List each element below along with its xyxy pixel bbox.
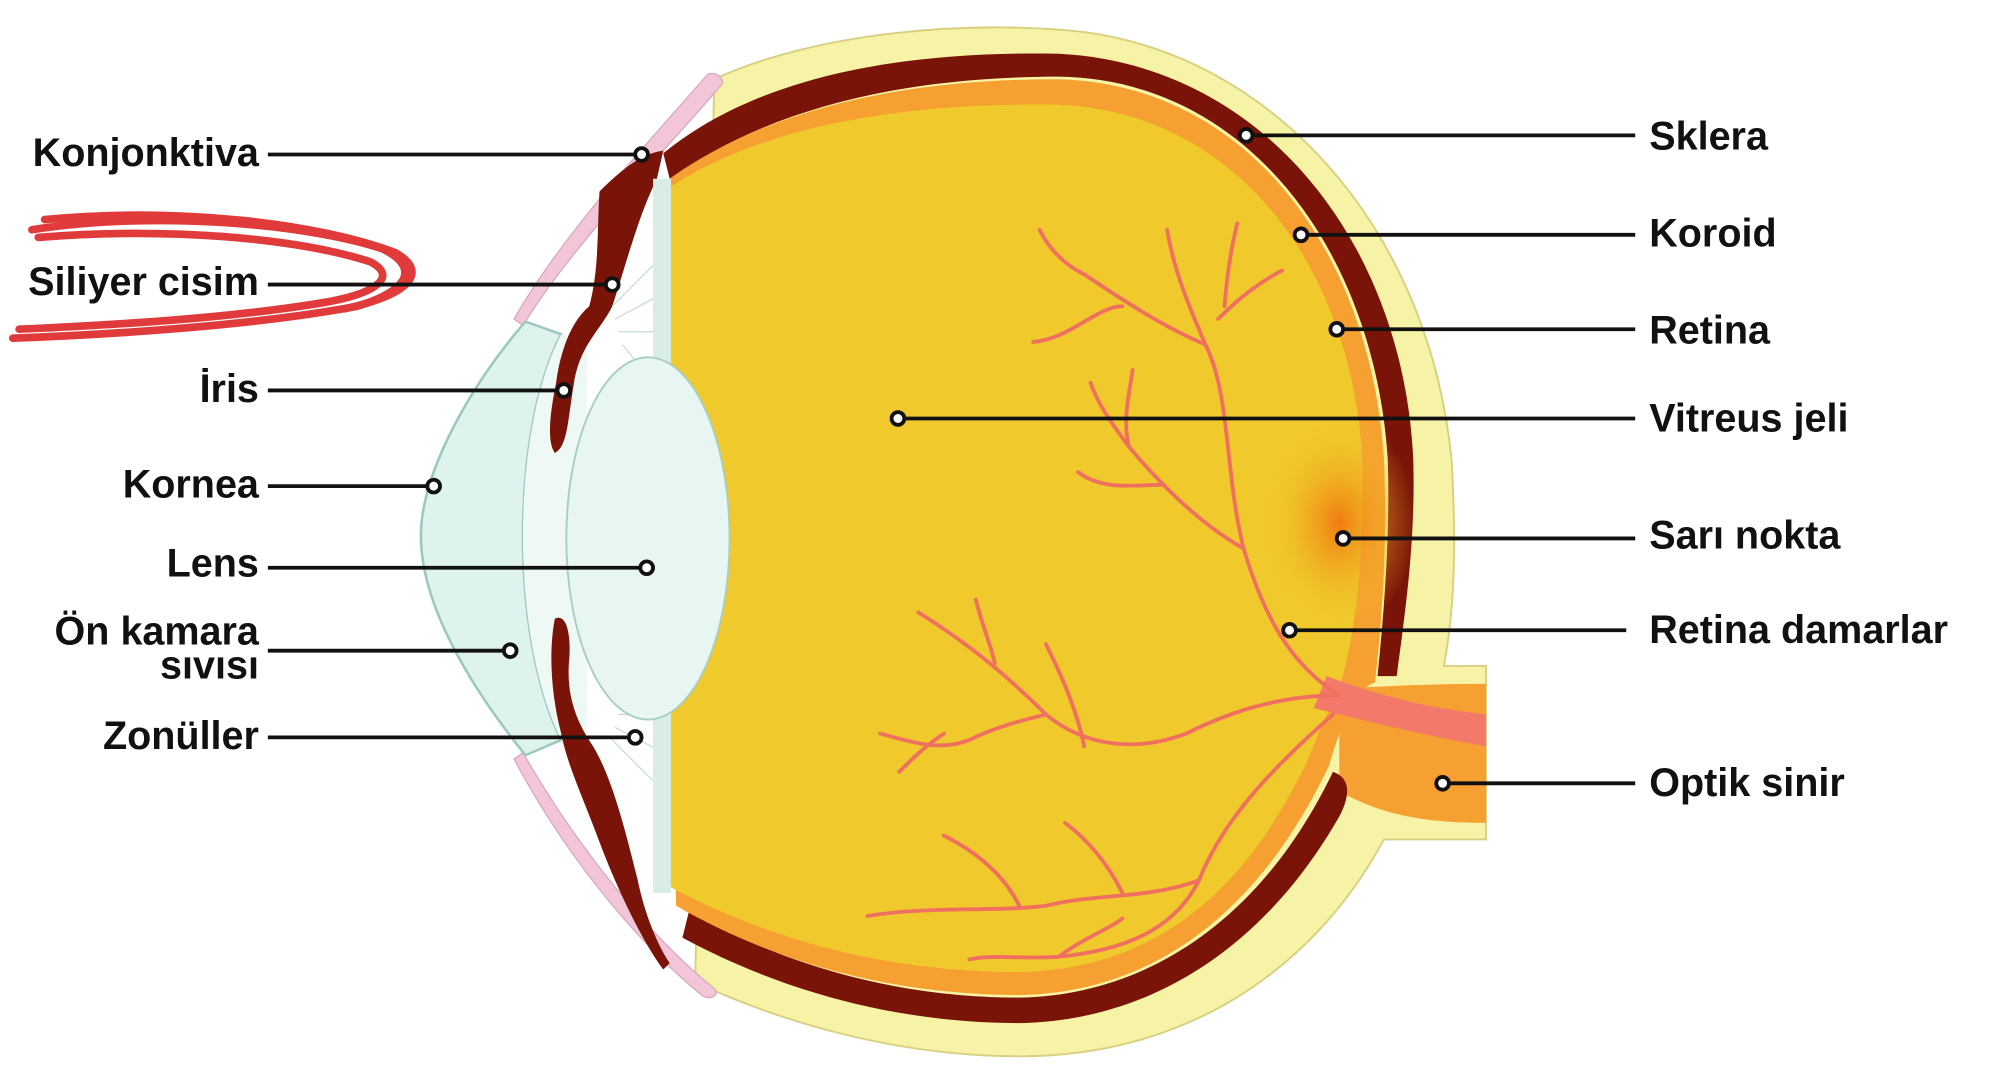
label-text: Optik sinir — [1649, 761, 1845, 805]
label-text: Siliyer cisim — [28, 260, 259, 304]
label-text: Konjonktiva — [33, 131, 260, 175]
label-text-line2: sıvısı — [160, 644, 259, 688]
label-retina-damarlar: Retina damarlar — [1281, 608, 1948, 652]
label-text: Sarı nokta — [1649, 514, 1841, 558]
label-vitreus-jeli: Vitreus jeli — [889, 396, 1848, 440]
label-text: Vitreus jeli — [1649, 396, 1848, 440]
vitreous-body — [657, 104, 1363, 973]
sari-nokta-area — [1262, 414, 1416, 632]
label-on-kamara-sivisi: Ön kamara sıvısı — [55, 609, 519, 688]
label-siliyer-cisim: Siliyer cisim — [28, 260, 621, 304]
label-text: Retina — [1649, 308, 1771, 352]
label-optik-sinir: Optik sinir — [1434, 761, 1845, 805]
label-iris: İris — [200, 367, 573, 411]
annotation-scribble — [8, 211, 416, 342]
label-sklera: Sklera — [1237, 114, 1769, 158]
label-sari-nokta: Sarı nokta — [1334, 514, 1841, 558]
label-text: Ön kamara — [55, 609, 260, 653]
optic-vessel — [1313, 676, 1486, 747]
label-kornea: Kornea — [123, 463, 442, 507]
conjunctiva-lower — [513, 751, 717, 999]
label-lens: Lens — [167, 542, 655, 586]
choroid — [663, 53, 1414, 677]
label-text: Lens — [167, 542, 259, 586]
label-text: Kornea — [123, 463, 260, 507]
label-zonuller: Zonüller — [103, 714, 644, 758]
anterior-chamber — [522, 334, 587, 740]
label-text: Zonüller — [103, 714, 259, 758]
iris — [549, 150, 670, 970]
label-retina: Retina — [1328, 308, 1771, 352]
label-konjonktiva: Konjonktiva — [33, 131, 650, 175]
label-koroid: Koroid — [1292, 211, 1777, 255]
choroid-lower — [682, 771, 1348, 1024]
label-text: Sklera — [1649, 114, 1769, 158]
label-text: Retina damarlar — [1649, 608, 1948, 652]
label-text: Koroid — [1649, 211, 1776, 255]
label-text: İris — [200, 367, 259, 411]
retina-vessels — [865, 221, 1342, 962]
lens — [565, 356, 731, 721]
